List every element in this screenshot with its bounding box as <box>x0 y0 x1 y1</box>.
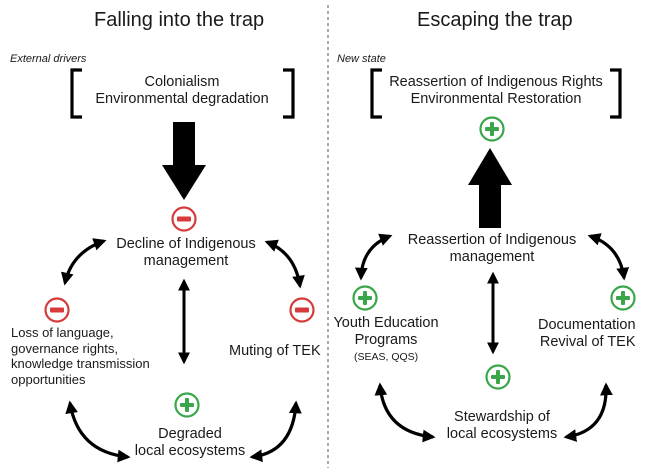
state-indigenous-rights: Reassertion of Indigenous Rights <box>389 74 603 90</box>
documentation-line-2: Revival of TEK <box>539 333 636 350</box>
down-arrow-big <box>162 122 206 200</box>
loss-line-3: knowledge transmission <box>11 356 150 372</box>
left-curve-bottom-left <box>65 400 131 463</box>
right-curve-bottom-left <box>374 382 436 443</box>
new-state-text: Reassertion of Indigenous Rights Environ… <box>380 74 612 107</box>
decline-management-label: Decline of Indigenous management <box>102 236 270 269</box>
left-title: Falling into the trap <box>94 9 265 31</box>
plus-icon <box>352 285 378 311</box>
loss-line-2: governance rights, <box>11 340 118 356</box>
degraded-ecosystems-label: Degraded local ecosystems <box>126 426 254 459</box>
left-curve-bottom-right <box>249 400 302 463</box>
right-bracket-open <box>370 68 382 119</box>
documentation-line-1: Documentation <box>538 317 636 333</box>
new-state-caption: New state <box>337 53 386 65</box>
left-curve-top-right <box>264 239 305 289</box>
reassertion-line-2: management <box>449 248 535 265</box>
minus-icon <box>289 297 315 323</box>
decline-line-1: Decline of Indigenous <box>116 236 256 252</box>
minus-icon <box>171 206 197 232</box>
loss-of-language-label: Loss of language, governance rights, kno… <box>11 325 150 387</box>
right-bracket-close <box>610 68 622 119</box>
loss-line-4: opportunities <box>11 371 86 387</box>
right-title: Escaping the trap <box>417 9 573 31</box>
external-drivers-caption: External drivers <box>10 53 87 65</box>
youth-programs-subtitle: (SEAS, QQS) <box>354 351 419 363</box>
plus-icon <box>610 285 636 311</box>
degraded-line-2: local ecosystems <box>134 442 246 459</box>
left-curve-top-left <box>61 238 107 286</box>
right-curve-top-left <box>354 233 393 281</box>
driver-colonialism: Colonialism <box>144 74 220 90</box>
reassertion-line-1: Reassertion of Indigenous <box>407 232 577 248</box>
stewardship-line-1: Stewardship of <box>454 409 550 425</box>
external-drivers-text: Colonialism Environmental degradation <box>92 74 272 107</box>
loss-line-1: Loss of language, <box>11 325 114 340</box>
stewardship-label: Stewardship of local ecosystems <box>438 409 566 442</box>
reassertion-management-label: Reassertion of Indigenous management <box>402 232 582 265</box>
youth-line-2: Programs <box>354 331 418 348</box>
right-curve-top-right <box>587 233 630 281</box>
left-bracket-open <box>70 68 82 119</box>
youth-line-1: Youth Education <box>333 315 439 331</box>
documentation-revival-label: Documentation Revival of TEK <box>538 317 636 350</box>
state-environmental-restoration: Environmental Restoration <box>410 90 582 107</box>
stewardship-line-2: local ecosystems <box>446 425 558 442</box>
plus-icon <box>479 116 505 142</box>
plus-icon <box>174 392 200 418</box>
driver-environmental-degradation: Environmental degradation <box>95 90 269 107</box>
degraded-line-1: Degraded <box>158 426 222 442</box>
up-arrow-big <box>468 148 512 228</box>
minus-icon <box>44 297 70 323</box>
right-curve-bottom-right <box>563 382 613 442</box>
youth-education-label: Youth Education Programs <box>330 315 442 348</box>
plus-icon <box>485 364 511 390</box>
decline-line-2: management <box>143 252 229 269</box>
left-bracket-close <box>283 68 295 119</box>
muting-tek-label: Muting of TEK <box>229 343 321 359</box>
